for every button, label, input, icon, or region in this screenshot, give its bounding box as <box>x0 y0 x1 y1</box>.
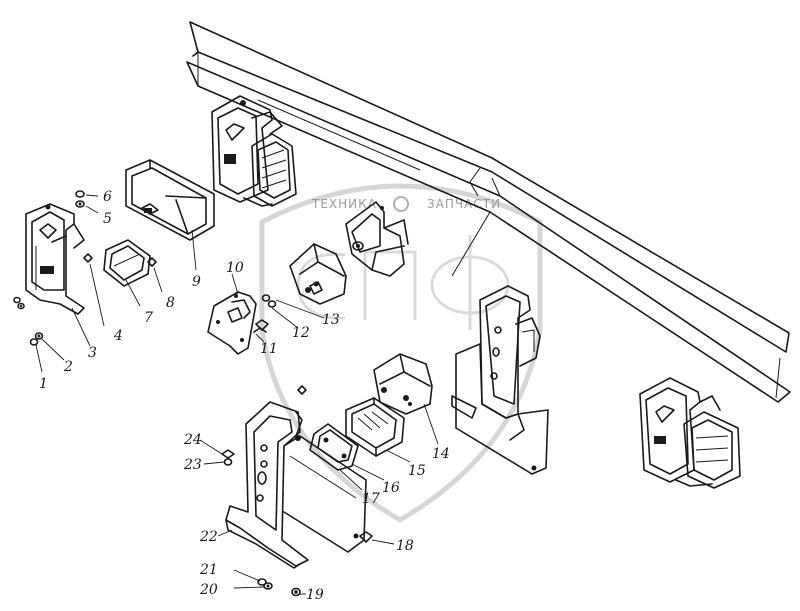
gear-icon <box>393 196 409 212</box>
bracket-3 <box>25 203 85 315</box>
watermark-text-left: ТЕХНИКА <box>311 197 377 211</box>
callout-8: 8 <box>166 295 175 311</box>
fasteners-bottom <box>221 449 373 597</box>
callout-labels: 1 2 3 4 5 6 7 8 9 10 11 12 13 14 15 16 1… <box>39 189 450 603</box>
callout-3: 3 <box>88 345 97 361</box>
callout-2: 2 <box>63 359 73 375</box>
callout-1: 1 <box>39 376 48 392</box>
fasteners-11-12 <box>253 294 277 333</box>
watermark-text-right: ЗАПЧАСТИ <box>427 197 501 211</box>
callout-17: 17 <box>362 491 380 507</box>
lamp-assembly-right <box>639 377 741 489</box>
callout-16: 16 <box>382 480 400 496</box>
callout-18: 18 <box>396 538 414 554</box>
plate-bracket-assembly-right <box>451 285 549 475</box>
license-lamp-15 <box>345 397 405 457</box>
callout-12: 12 <box>292 325 310 341</box>
callout-14: 14 <box>432 446 450 462</box>
plate-bracket-22 <box>225 385 309 569</box>
callout-4: 4 <box>113 328 123 344</box>
callout-15: 15 <box>408 463 426 479</box>
callout-23: 23 <box>183 457 202 473</box>
fasteners-left <box>13 190 157 346</box>
callout-22: 22 <box>199 529 218 545</box>
callout-6: 6 <box>103 189 112 205</box>
watermark: ТЕХНИКА ЗАПЧАСТИ <box>259 183 543 523</box>
lamp-13 <box>289 243 347 305</box>
callout-7: 7 <box>144 310 153 326</box>
lamp-14 <box>373 353 433 415</box>
license-plate-17 <box>283 435 367 553</box>
callout-19: 19 <box>306 587 324 603</box>
lamp-assembly-top <box>211 95 297 207</box>
callout-10: 10 <box>226 260 244 276</box>
bracket-10 <box>207 291 257 355</box>
reflector-9 <box>125 159 215 241</box>
leader-lines <box>35 194 439 595</box>
center-mount-bracket <box>345 201 409 277</box>
callout-5: 5 <box>103 211 112 227</box>
callout-9: 9 <box>192 274 201 290</box>
gasket-7 <box>103 239 151 287</box>
callout-11: 11 <box>260 341 278 357</box>
callout-21: 21 <box>199 562 218 578</box>
callout-13: 13 <box>322 312 340 328</box>
frame-crossmember <box>186 21 791 403</box>
callout-24: 24 <box>183 432 202 448</box>
callout-20: 20 <box>199 582 218 598</box>
